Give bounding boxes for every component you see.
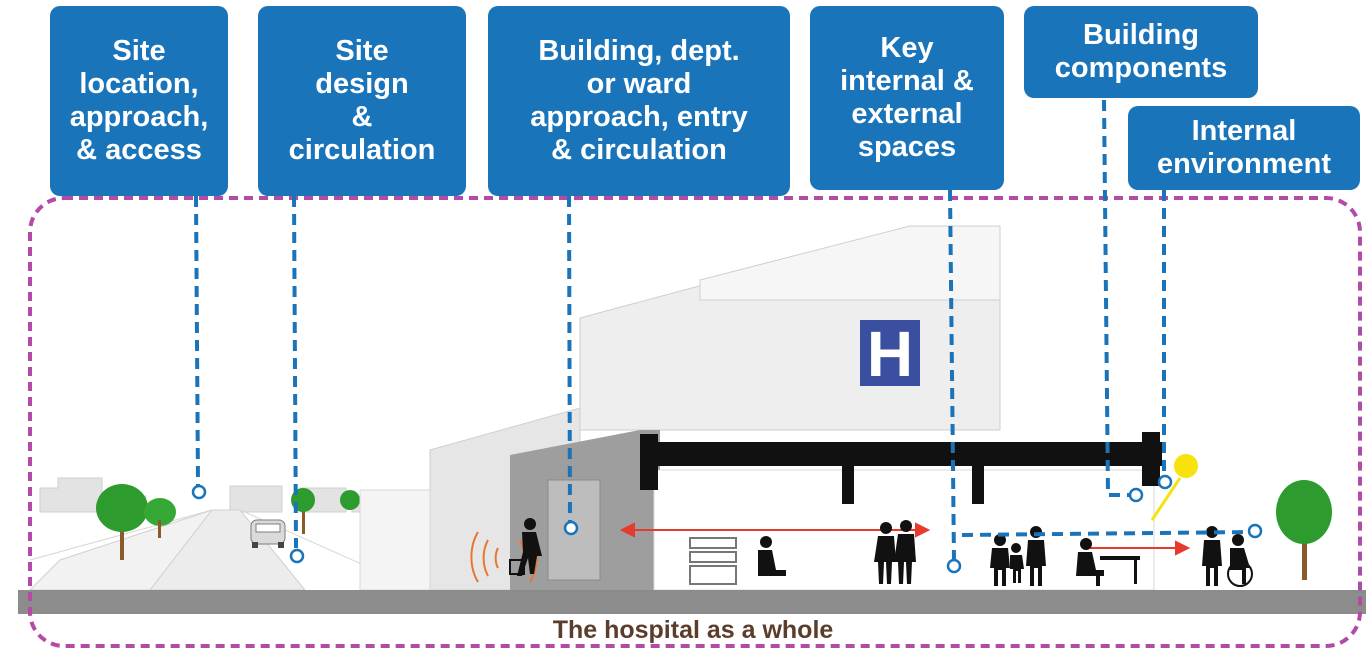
callout-key-spaces: Key internal & external spaces: [810, 6, 1004, 190]
car: [250, 519, 286, 548]
roof-beam: [640, 432, 1162, 504]
leader-anchors: [191, 474, 1263, 574]
bench: [689, 537, 737, 585]
hospital-sign-letter: H: [867, 318, 913, 390]
anchor-internal-environment: [1157, 474, 1173, 490]
anchor-building-components: [1128, 487, 1144, 503]
callout-building-approach: Building, dept. or ward approach, entry …: [488, 6, 790, 196]
anchor-spaces-right: [1247, 523, 1263, 539]
hospital-sign: [860, 320, 920, 386]
callout-building-components: Building components: [1024, 6, 1258, 98]
hospital-boundary: [28, 196, 1362, 648]
anchor-site-design: [289, 548, 305, 564]
anchor-site-location: [191, 484, 207, 500]
hospital-caption: The hospital as a whole: [552, 616, 834, 644]
anchor-building-approach: [563, 520, 579, 536]
background-buildings: [39, 477, 381, 513]
sun-icon: [1174, 454, 1198, 478]
callout-site-design: Site design & circulation: [258, 6, 466, 196]
hospital-building: H: [359, 225, 1155, 591]
leader-lines: [194, 99, 1251, 561]
people-silhouettes: [509, 518, 1253, 587]
ground: [18, 590, 1366, 614]
callout-site-location: Site location, approach, & access: [50, 6, 228, 196]
circulation-arrows: [619, 522, 1191, 556]
anchor-key-spaces: [946, 558, 962, 574]
callout-internal-environment: Internal environment: [1128, 106, 1360, 190]
